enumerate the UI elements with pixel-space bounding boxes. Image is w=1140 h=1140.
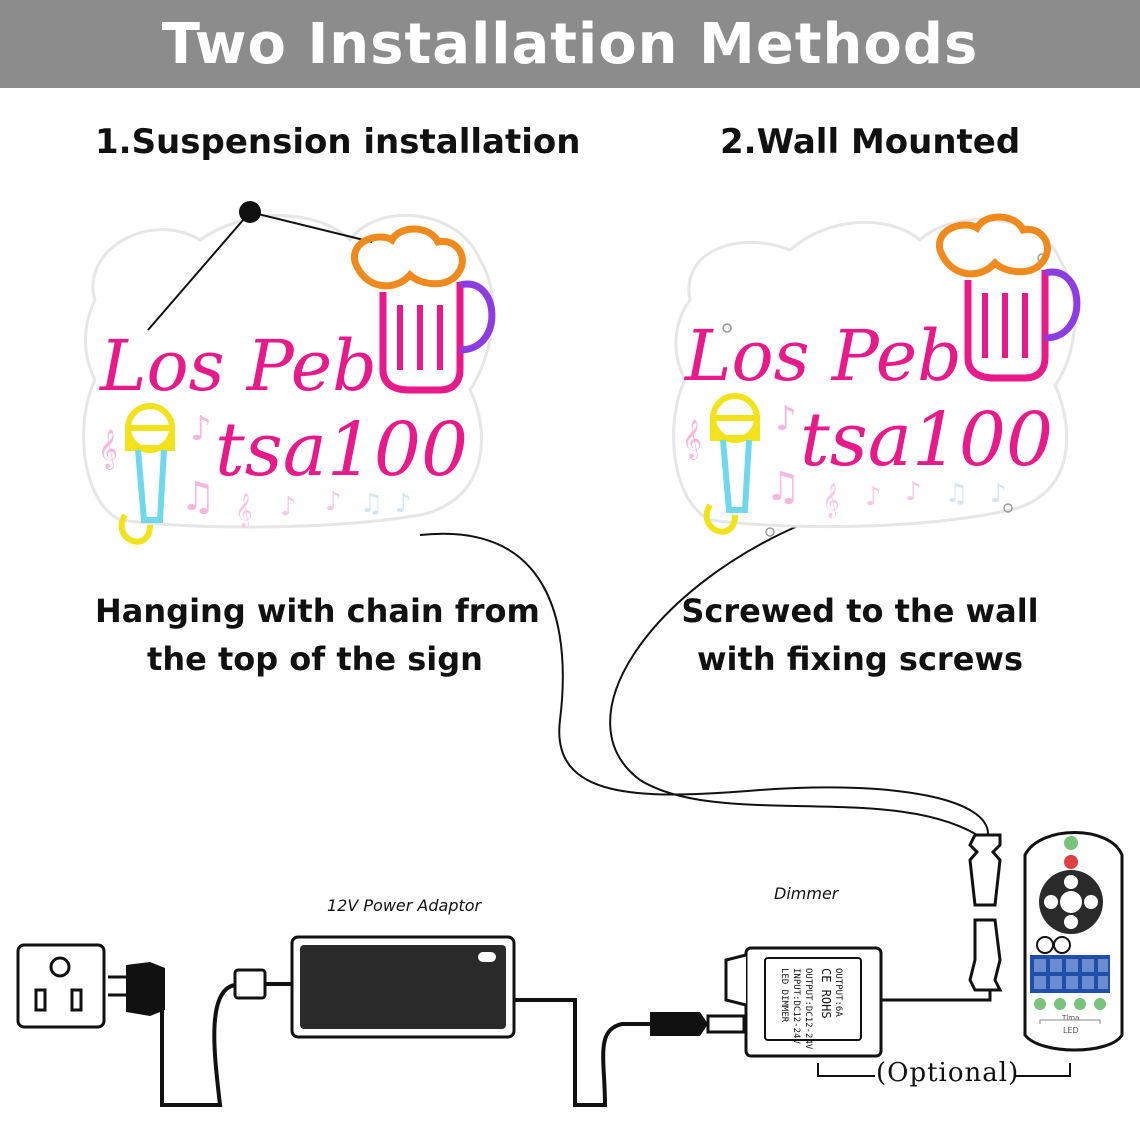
optional-label: (Optional) — [876, 1058, 1020, 1088]
music-note-icon: 𝄞 — [682, 419, 702, 460]
method-1-caption-line1: Hanging with chain from — [95, 592, 540, 630]
sign-1-text-line2: tsa100 — [215, 407, 468, 493]
method-2-heading: 2.Wall Mounted — [720, 122, 1021, 162]
remote-led-label: LED — [1063, 1026, 1079, 1035]
optional-bracket-right — [1015, 1063, 1071, 1077]
ac-connector — [233, 968, 267, 1000]
music-note-icon: ♫ — [360, 489, 383, 519]
sign-1-microphone-icon — [118, 403, 175, 545]
sign-2-acrylic-backboard — [672, 218, 1077, 529]
music-note-icon: 𝄞 — [235, 493, 253, 529]
dc-connector-icon — [968, 833, 1003, 992]
dimmer-text-line4: CE ROHS — [819, 968, 833, 1019]
method-2-caption: Screwed to the wall with fixing screws — [660, 587, 1060, 683]
optional-bracket-left — [817, 1063, 875, 1077]
dimmer-text-line5: OUTPUT:6A — [833, 968, 843, 1017]
dimmer-text-line1: LED DIMMER — [779, 968, 789, 1023]
wall-outlet-icon — [16, 943, 106, 1029]
method-2-caption-line1: Screwed to the wall — [681, 592, 1039, 630]
music-note-icon: ♫ — [945, 479, 968, 509]
music-note-icon: ♪ — [325, 487, 342, 517]
page-title: Two Installation Methods — [161, 11, 979, 77]
power-adaptor-icon — [290, 935, 516, 1039]
method-1-caption-line2: the top of the sign — [147, 640, 483, 678]
sign-1-group: Los Peb tsa100 𝄞 ♪ ♫ 𝄞 ♪ ♪ ♫ ♪ — [82, 201, 496, 545]
sign-2-text-line1: Los Peb — [683, 315, 962, 397]
sign-1-beer-mug-icon — [351, 225, 496, 394]
sign-1-chain-left — [147, 211, 251, 331]
music-note-icon: ♫ — [180, 474, 216, 520]
screw-hole-icon — [722, 323, 732, 333]
sign-2-group: Los Peb tsa100 𝄞 ♪ ♫ 𝄞 ♪ ♪ ♫ ♪ — [672, 213, 1081, 537]
remote-control-icon: Tlma LED — [1023, 831, 1124, 1052]
dimmer-controller-icon: LED DIMMER INPUT:DC12-24V OUTPUT:DC12-24… — [724, 946, 883, 1058]
screw-hole-icon — [765, 527, 775, 537]
music-note-icon: ♪ — [280, 492, 297, 522]
dc-plug — [650, 1012, 708, 1036]
music-note-icon: ♪ — [775, 399, 797, 439]
remote-brand: Tlma — [1061, 1014, 1079, 1022]
method-2-caption-line2: with fixing screws — [696, 640, 1023, 678]
music-note-icon: ♪ — [190, 409, 212, 449]
sign-1-chain-right — [249, 211, 373, 243]
sign-2-microphone-icon — [703, 393, 760, 535]
sign-2-cable — [609, 524, 986, 841]
sign-2-text-line2: tsa100 — [800, 397, 1053, 483]
dimmer-label: Dimmer — [774, 884, 839, 903]
dimmer-text-line3: OUTPUT:DC12-24V — [803, 968, 813, 1050]
music-note-icon: ♪ — [990, 479, 1007, 509]
sign-1-cable — [419, 532, 990, 836]
sign-1-text-line1: Los Peb — [98, 325, 377, 407]
music-note-icon: ♪ — [395, 489, 412, 519]
power-adaptor-label: 12V Power Adaptor — [327, 896, 482, 915]
music-note-icon: 𝄞 — [98, 429, 118, 470]
ac-cable — [160, 983, 236, 1107]
dc-cable — [514, 998, 650, 1107]
dc-jack — [706, 1014, 746, 1034]
music-note-icon: ♪ — [905, 477, 922, 507]
music-note-icon: ♫ — [765, 464, 801, 510]
music-note-icon: ♪ — [865, 482, 882, 512]
title-banner: Two Installation Methods — [0, 0, 1140, 88]
music-note-icon: 𝄞 — [822, 483, 840, 519]
dimmer-text-line2: INPUT:DC12-24V — [791, 968, 801, 1044]
power-plug-icon — [108, 962, 165, 1016]
method-1-caption: Hanging with chain from the top of the s… — [95, 587, 540, 683]
sign-2-beer-mug-icon — [936, 213, 1081, 382]
method-1-heading: 1.Suspension installation — [95, 122, 581, 162]
screw-hole-icon — [1003, 503, 1013, 513]
